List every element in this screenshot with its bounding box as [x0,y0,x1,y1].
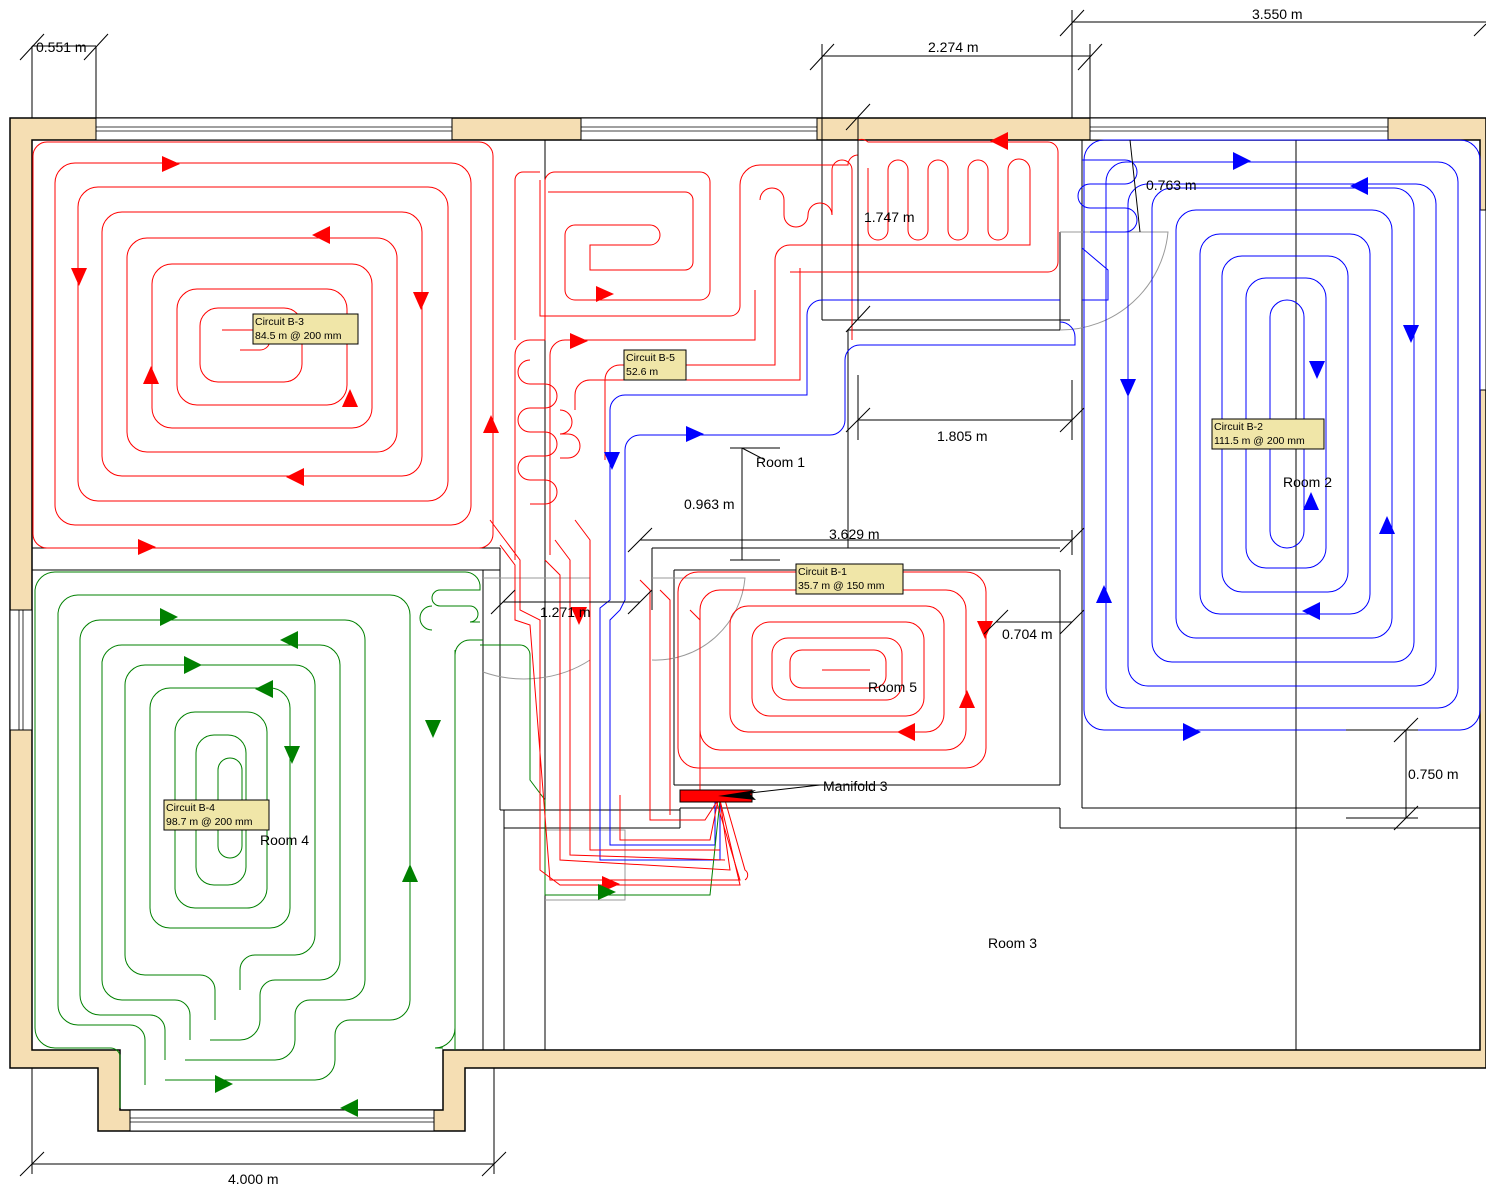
manifold-label: Manifold 3 [823,778,888,794]
arrow-blue [1309,361,1325,379]
walls [9,117,1486,1132]
room-5-label: Room 5 [868,679,917,695]
arrow-red [286,468,304,486]
circuit-b3-spec: 84.5 m @ 200 mm [255,330,342,342]
circuit-b1-name: Circuit B-1 [798,566,847,578]
arrow-red [71,268,87,286]
dim-4000: 4.000 m [228,1171,279,1187]
arrow-green [255,680,273,698]
arrow-green [184,656,202,674]
arrow-blue [1379,516,1395,534]
dim-1271: 1.271 m [540,604,591,620]
dim-0763: 0.763 m [1146,177,1197,193]
arrow-red [571,607,587,625]
arrow-red [312,226,330,244]
circuit-b2-spec: 111.5 m @ 200 mm [1214,435,1305,447]
arrow-red [570,333,588,349]
circuit-b2-supply [599,299,1076,861]
arrow-blue [1183,723,1201,741]
arrow-blue [1302,602,1320,620]
arrow-blue [1233,152,1251,170]
dim-0750: 0.750 m [1408,766,1459,782]
circuit-b2-label[interactable]: Circuit B-2 111.5 m @ 200 mm [1211,418,1325,450]
window-bay [129,1109,435,1132]
circuit-b4-name: Circuit B-4 [166,802,215,814]
outer-wall [9,117,1486,1132]
circuit-labels: Circuit B-3 84.5 m @ 200 mm Circuit B-5 … [163,313,1325,831]
partitions [32,118,1480,1050]
arrow-blue [1350,177,1368,195]
dimension-labels: 0.551 m 2.274 m 3.550 m 1.747 m 0.763 m … [36,6,1459,1187]
window-top-right [1089,117,1389,141]
dim-0551: 0.551 m [36,39,87,55]
dim-3629: 3.629 m [829,526,880,542]
arrow-red [897,723,915,741]
dim-2274: 2.274 m [928,39,979,55]
circuit-b1-label[interactable]: Circuit B-1 35.7 m @ 150 mm [795,563,904,595]
dim-1805: 1.805 m [937,428,988,444]
arrow-green [340,1099,358,1117]
arrow-red [483,415,499,433]
arrow-red [138,539,156,555]
circuit-b3-name: Circuit B-3 [255,316,304,328]
circuit-b3-label[interactable]: Circuit B-3 84.5 m @ 200 mm [252,313,359,345]
room-4-label: Room 4 [260,832,309,848]
circuit-b2-name: Circuit B-2 [1214,421,1263,433]
circuit-b5-label[interactable]: Circuit B-5 52.6 m [623,349,687,381]
dim-0963: 0.963 m [684,496,735,512]
arrow-red [162,156,180,172]
room-2-label: Room 2 [1283,474,1332,490]
flow-arrows [71,132,1419,1117]
arrow-blue [1120,379,1136,397]
arrow-red [342,389,358,407]
circuit-b4-pipe [34,571,721,1108]
arrow-red [143,366,159,384]
circuit-b4-spec: 98.7 m @ 200 mm [166,816,253,828]
arrow-green [425,720,441,738]
arrow-red [959,690,975,708]
manifold-pointer-icon [718,790,756,800]
window-top-middle [580,117,818,141]
manifold[interactable]: Manifold 3 [679,778,888,803]
circuit-b5-spec: 52.6 m [626,366,658,378]
arrow-green [284,746,300,764]
arrow-blue [1096,585,1112,603]
room-labels: Room 1 Room 2 Room 3 Room 4 Room 5 [260,454,1332,951]
dim-1747: 1.747 m [864,209,915,225]
circuit-b4-label[interactable]: Circuit B-4 98.7 m @ 200 mm [163,799,270,831]
arrow-blue [686,426,704,442]
arrow-green [280,631,298,649]
room-1-label: Room 1 [756,454,805,470]
arrow-red [977,621,993,639]
circuit-b5-name: Circuit B-5 [626,352,675,364]
arrow-green [215,1075,233,1093]
supply-trunk [489,519,749,886]
arrow-green [402,864,418,882]
window-top-left [95,117,453,141]
circuit-b1-spec: 35.7 m @ 150 mm [798,580,885,592]
room-3-label: Room 3 [988,935,1037,951]
window-left [9,609,33,731]
window-right [1479,209,1486,391]
circuit-b2-pipe [1077,139,1481,731]
circuit-b5-pipe [514,138,1059,560]
arrow-green [598,884,616,900]
dim-3550: 3.550 m [1252,6,1303,22]
arrow-blue [1403,325,1419,343]
dimension-lines [19,9,1486,1177]
dim-0704: 0.704 m [1002,626,1053,642]
arrow-red [596,286,614,302]
arrow-blue [1303,492,1319,510]
circuit-b3-pipe [32,141,494,549]
arrow-red [413,292,429,310]
arrow-green [160,608,178,626]
arrow-red [990,132,1008,150]
circuit-b1-pipe [677,571,987,769]
arrow-blue [604,452,620,470]
